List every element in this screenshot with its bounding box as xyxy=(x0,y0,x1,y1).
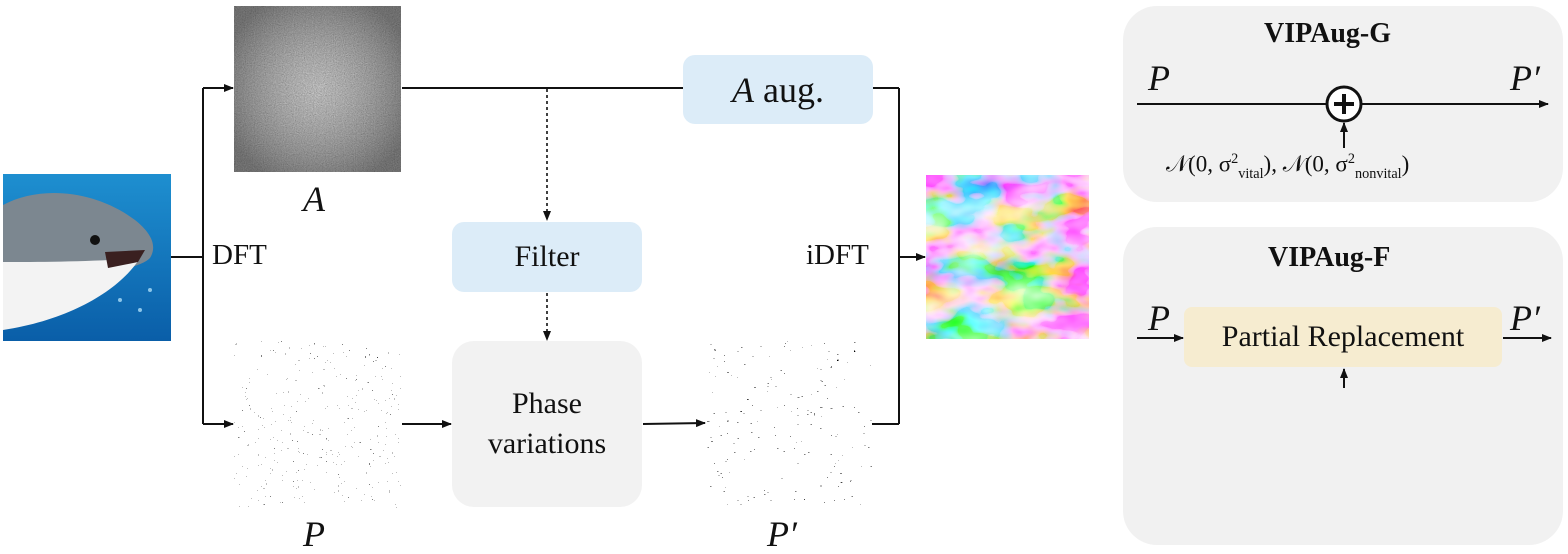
filter-label: Filter xyxy=(514,240,580,273)
vipaug-g-title: VIPAug-G xyxy=(1264,18,1392,49)
a-aug-var: A xyxy=(732,69,754,110)
noise-1-sup: 2 xyxy=(1231,151,1239,167)
amplitude-spectrum xyxy=(234,6,401,172)
phase-spectrum xyxy=(234,341,402,508)
noise-2-sup: 2 xyxy=(1347,151,1355,167)
idft-label: iDFT xyxy=(806,239,869,271)
noise-2-sub: nonvital xyxy=(1354,165,1402,182)
phase-variations-box: Phase variations xyxy=(452,341,642,507)
noise-1-sub: vital xyxy=(1238,165,1264,182)
connector-lines xyxy=(171,84,926,428)
noise-1-prefix: 𝒩(0, σ xyxy=(1166,151,1232,177)
vipaug-g-out-label: P′ xyxy=(1510,58,1540,98)
vipaug-f-out-label: P′ xyxy=(1510,298,1540,338)
noise-close: ) xyxy=(1401,151,1410,177)
phase-var-line2: variations xyxy=(487,427,607,460)
shark-photo xyxy=(3,174,171,341)
vipaug-f-title: VIPAug-F xyxy=(1268,242,1391,273)
plus-circle-icon xyxy=(1325,85,1363,123)
phase-label: P xyxy=(303,514,325,554)
noise-formula: 𝒩(0, σ2vital), 𝒩(0, σ2nonvital) xyxy=(1166,152,1409,181)
filter-box: Filter xyxy=(452,222,642,292)
augmented-phase-spectrum xyxy=(706,340,872,507)
partial-replacement-label: Partial Replacement xyxy=(1221,320,1465,353)
vipaug-f-in-label: P xyxy=(1148,298,1170,338)
phase-out-label: P′ xyxy=(767,514,797,554)
phase-var-line1: Phase xyxy=(512,386,582,420)
dft-label: DFT xyxy=(212,239,267,271)
a-aug-word: aug. xyxy=(763,69,824,110)
a-aug-box: A aug. xyxy=(683,55,873,124)
noise-sep: ), 𝒩(0, σ xyxy=(1263,151,1348,177)
partial-replacement-box: Partial Replacement xyxy=(1184,307,1502,367)
vipaug-g-in-label: P xyxy=(1148,58,1170,98)
augmented-image xyxy=(926,175,1089,339)
amplitude-label: A xyxy=(303,179,325,219)
